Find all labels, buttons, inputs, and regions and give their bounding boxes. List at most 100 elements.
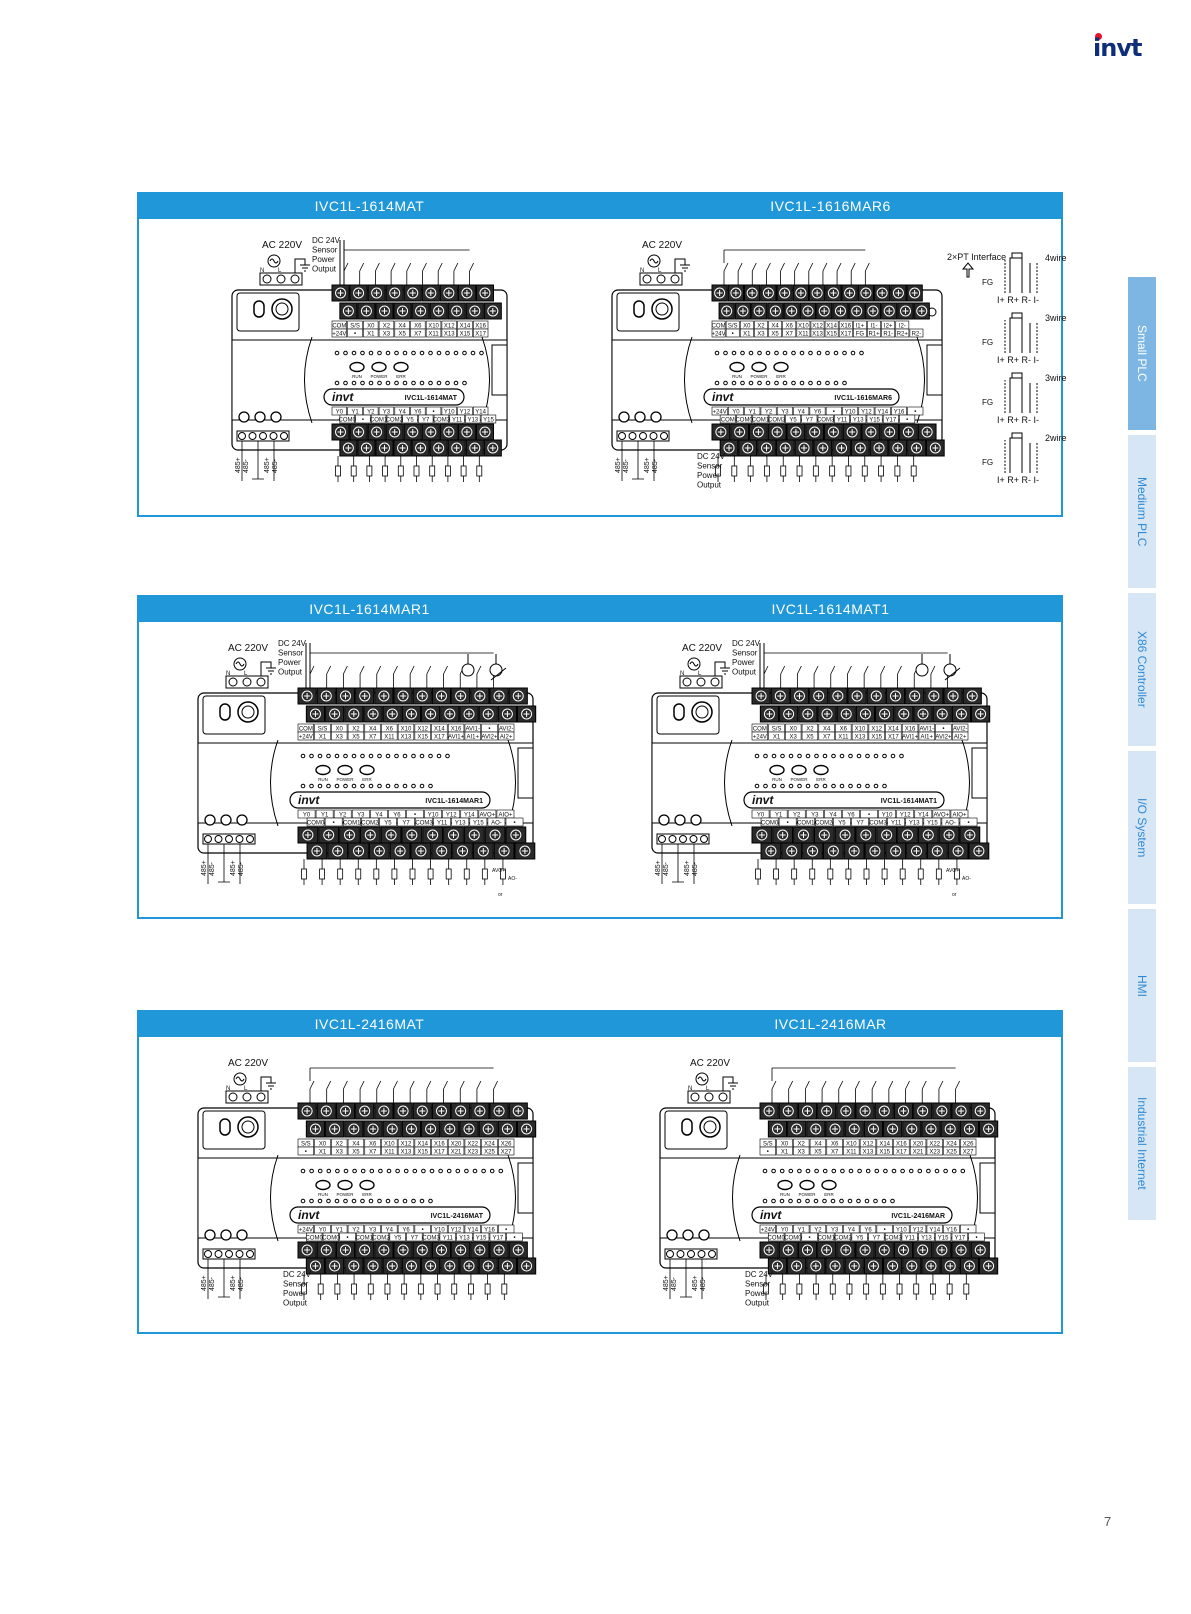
terminal-screw-cross [512,832,519,838]
output-led [411,1198,416,1204]
terminal-label-box [851,1232,868,1242]
output-load [796,465,803,477]
power-screw [682,677,692,687]
terminal-screw-head [897,1105,909,1117]
terminal-screw-head [329,1123,341,1135]
model-plate [289,791,491,809]
terminal-label: +24V [332,332,346,338]
terminal-label: COM1 [818,1236,836,1242]
terminal-screw-head [360,305,372,317]
terminal-label-box [414,1224,431,1234]
terminal-label-box [768,328,782,338]
input-switch [751,262,757,285]
side-tab-small-plc[interactable]: Small PLC [1128,277,1156,430]
terminal-label-box [835,731,852,741]
terminal-label: S/S [350,324,360,330]
terminal-label: X11 [428,332,439,338]
terminal-screw-head [320,690,332,702]
terminal-label-box [425,406,442,416]
terminal-screw-cross [345,445,352,451]
terminal-screw-cross [457,693,464,699]
terminal-label: • [432,410,434,416]
terminal-label: COM0 [735,418,753,424]
ac-wave [269,258,279,264]
terminal-screw-cross [463,290,470,296]
side-tab-hmi[interactable]: HMI [1128,909,1156,1062]
terminal-label: Y3 [811,813,819,819]
terminal-screw-cross [409,290,416,296]
side-tab-industrial-internet[interactable]: Industrial Internet [1128,1067,1156,1220]
terminal-label: X4 [823,727,831,733]
terminal-screw-cross [438,848,445,854]
rs485-led [658,814,670,826]
terminal-label: I2+ [884,324,893,330]
expansion-port [491,344,508,396]
terminal-screw-head [765,845,777,857]
terminal-screw-head [774,690,786,702]
terminal-label: Y12 [446,813,457,819]
terminal-screw-head [371,287,383,299]
input-led [765,350,771,356]
output-led [300,1198,306,1204]
terminal-screw-head [394,845,406,857]
terminal-screw-cross [785,1247,792,1253]
terminal-screw-head [769,305,781,317]
expansion-port [517,1162,534,1214]
ac-wave [235,1076,245,1082]
terminal-screw-cross [842,1108,849,1114]
input-led [754,753,760,759]
terminal-label: X3 [790,735,798,741]
terminal-label: +24V [299,735,313,741]
rs485-screw [204,1250,212,1258]
terminal-label: COM3 [422,1236,440,1242]
terminal-label: X25 [946,1150,957,1156]
fg-label: FG [982,338,993,347]
input-led [908,1168,914,1174]
terminal-label: Y2 [793,813,801,819]
pt-sensor-wiring [1009,377,1031,413]
terminal-label-box [487,817,506,827]
input-led [421,1168,426,1174]
side-tab-medium-plc[interactable]: Medium PLC [1128,435,1156,588]
terminal-label-box [809,1224,827,1234]
input-switch [780,665,786,688]
terminal-screw-head [521,708,533,720]
terminal-screw-head [455,690,467,702]
terminal-label: AVI2- [499,727,514,733]
terminal-screw-head [883,305,895,317]
side-tab-x86-controller[interactable]: X86 Controller [1128,593,1156,746]
rs485-screw [235,1250,244,1258]
terminal-label-box [464,731,481,741]
side-tab-io-system[interactable]: I/O System [1128,751,1156,904]
terminal-label-box [736,414,753,424]
terminal-screw-head [443,287,455,299]
terminal-label: Y14 [929,1228,940,1234]
terminal-label: X4 [352,1142,360,1148]
terminal-label: Y13 [853,418,864,424]
terminal-label: I1+ [856,324,865,330]
input-led [377,350,382,356]
terminal-screw-head [865,426,877,438]
terminal-screw-cross [766,711,773,717]
terminal-label: X10 [855,727,866,733]
terminal-screw-cross [480,848,487,854]
terminal-label: X2 [352,727,360,733]
terminal-label: COM3 [415,821,433,827]
input-led [805,753,811,759]
port0-connector-inner [703,1120,717,1134]
terminal-screw-cross [361,693,368,699]
terminal-screw-head [721,305,733,317]
terminal-label: • [414,813,416,819]
terminal-screw-cross [985,1263,992,1269]
terminal-screw-head [921,426,933,438]
output-load [484,1283,491,1295]
power-screw [256,1092,266,1102]
terminal-label: X1 [367,332,375,338]
terminal-label: COM0 [306,1236,324,1242]
terminal-label-box [796,328,811,338]
terminal-label: Y5 [406,418,414,424]
terminal-screw-cross [726,445,733,451]
input-led [917,1168,923,1174]
model-plate [289,1206,491,1224]
terminal-label: X2 [757,324,765,330]
